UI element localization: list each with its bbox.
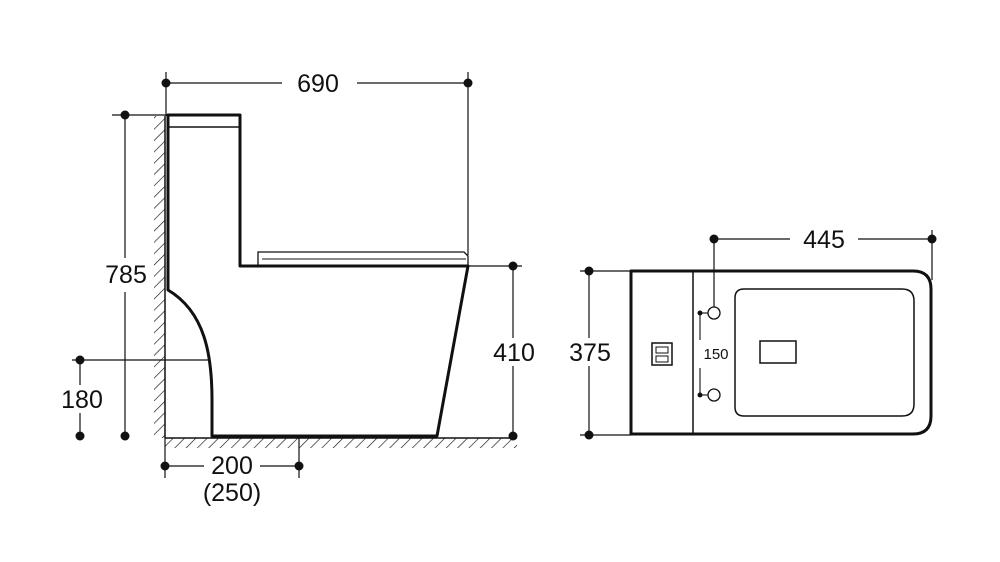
dim-180: 180 bbox=[61, 355, 208, 441]
dim-200: 200 (250) bbox=[160, 436, 304, 507]
dim-375: 375 bbox=[569, 266, 631, 440]
dim-445-label: 445 bbox=[803, 226, 845, 254]
toilet-top-outline bbox=[629, 269, 933, 436]
side-view: 690 785 410 180 bbox=[61, 70, 535, 507]
seat-hinge-plate bbox=[759, 340, 797, 364]
dim-150-label: 150 bbox=[703, 346, 728, 363]
floor-hatching bbox=[165, 438, 517, 448]
hinge-bolt-top bbox=[707, 306, 721, 320]
wall-hatching bbox=[154, 116, 165, 438]
seat-top-outline bbox=[734, 288, 915, 417]
dim-445: 445 bbox=[709, 226, 937, 307]
dim-690-label: 690 bbox=[297, 70, 339, 98]
toilet-side-outline bbox=[166, 113, 470, 438]
dim-690: 690 bbox=[161, 70, 473, 255]
dim-785: 785 bbox=[105, 110, 168, 441]
dim-250-label: (250) bbox=[203, 479, 261, 507]
dim-375-label: 375 bbox=[569, 339, 611, 367]
dim-410-label: 410 bbox=[493, 339, 535, 367]
top-view: 150 445 375 bbox=[569, 226, 937, 440]
dim-180-label: 180 bbox=[61, 386, 103, 414]
hinge-bolt-bottom bbox=[707, 388, 721, 402]
dim-200-label: 200 bbox=[211, 452, 253, 480]
dim-785-label: 785 bbox=[105, 261, 147, 289]
dim-410: 410 bbox=[466, 261, 535, 441]
seat-lid-outline bbox=[257, 251, 469, 266]
flush-button-icon bbox=[651, 342, 673, 366]
